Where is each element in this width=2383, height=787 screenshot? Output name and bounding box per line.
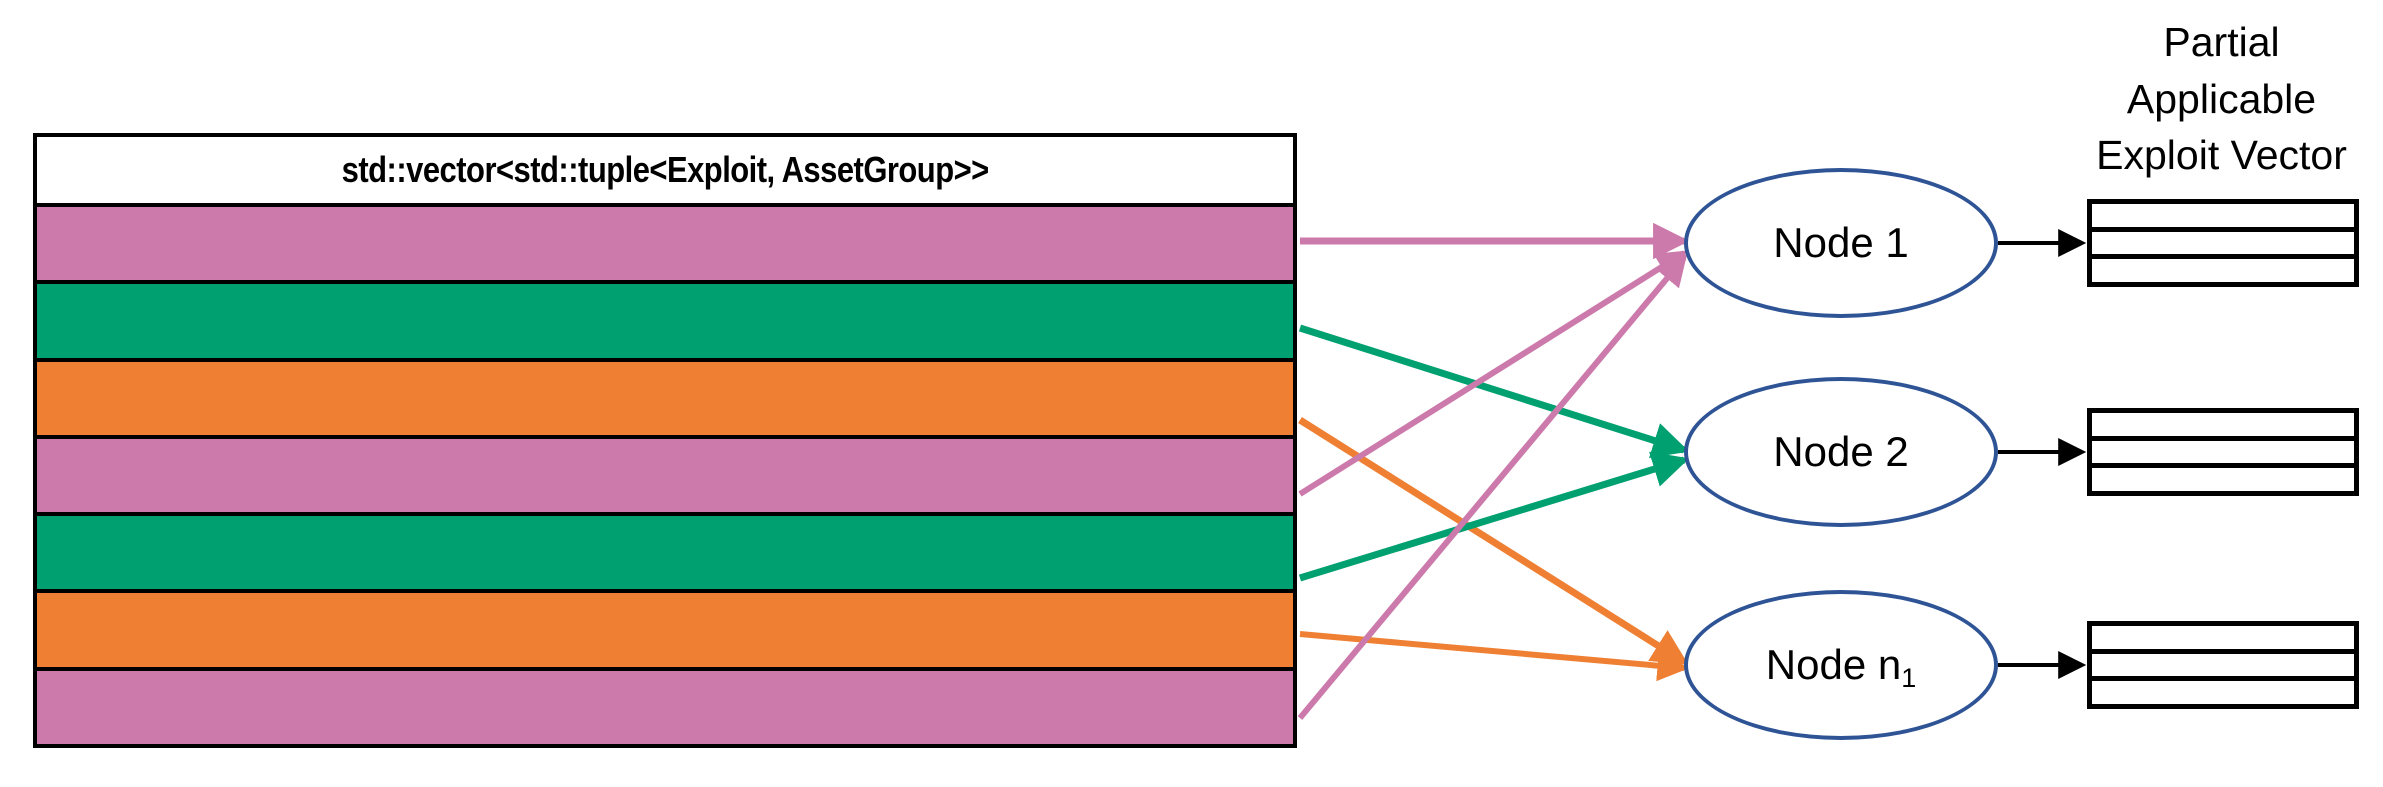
node-n1-label: Node n1 [1765, 641, 1916, 692]
caption-line-2: Applicable [2126, 75, 2317, 122]
pae-3-cell-3[interactable] [2092, 681, 2354, 704]
node-n1-label-subscript: 1 [1901, 663, 1917, 693]
vector-row-3[interactable] [37, 361, 1293, 439]
edge-row4-node1 [1298, 250, 1688, 497]
partial-applicable-exploit-vector-caption: Partial Applicable Exploit Vector [2060, 14, 2383, 184]
pae-2-cell-2[interactable] [2092, 441, 2354, 469]
vector-row-6[interactable] [37, 593, 1293, 671]
pae-1-cell-1[interactable] [2092, 204, 2354, 232]
vector-row-2[interactable] [37, 284, 1293, 362]
pae-1-cell-3[interactable] [2092, 259, 2354, 282]
vector-table-header: std::vector<std::tuple<Exploit, AssetGro… [37, 137, 1293, 207]
pae-3-cell-2[interactable] [2092, 654, 2354, 682]
edge-row7-node1 [1297, 254, 1687, 720]
partial-applicable-exploit-vector-2[interactable] [2087, 408, 2359, 496]
caption-line-1: Partial [2163, 19, 2280, 65]
vector-row-4[interactable] [37, 438, 1293, 517]
node-1[interactable]: Node 1 [1684, 168, 1998, 318]
node-2[interactable]: Node 2 [1684, 377, 1998, 527]
edge-row2-node2 [1298, 324, 1690, 458]
vector-row-1[interactable] [37, 207, 1293, 285]
edge-row5-node2 [1298, 451, 1690, 582]
node-2-label: Node 2 [1773, 428, 1909, 475]
pae-1-cell-2[interactable] [2092, 232, 2354, 260]
partial-applicable-exploit-vector-1[interactable] [2087, 199, 2359, 287]
caption-line-3: Exploit Vector [2096, 132, 2347, 179]
pae-2-cell-1[interactable] [2092, 413, 2354, 441]
vector-table-header-label: std::vector<std::tuple<Exploit, AssetGro… [341, 149, 989, 190]
vector-row-5[interactable] [37, 516, 1293, 594]
vector-row-7[interactable] [37, 670, 1293, 744]
pae-3-cell-1[interactable] [2092, 626, 2354, 654]
pae-2-cell-3[interactable] [2092, 468, 2354, 491]
node-1-label: Node 1 [1773, 219, 1909, 266]
partial-applicable-exploit-vector-3[interactable] [2087, 621, 2359, 709]
edge-row3-noden1 [1298, 417, 1689, 665]
node-n1[interactable]: Node n1 [1684, 590, 1998, 740]
edge-row6-noden1 [1299, 631, 1689, 682]
exploit-assetgroup-vector-table: std::vector<std::tuple<Exploit, AssetGro… [33, 133, 1297, 748]
node-n1-label-main: Node n [1765, 641, 1902, 688]
